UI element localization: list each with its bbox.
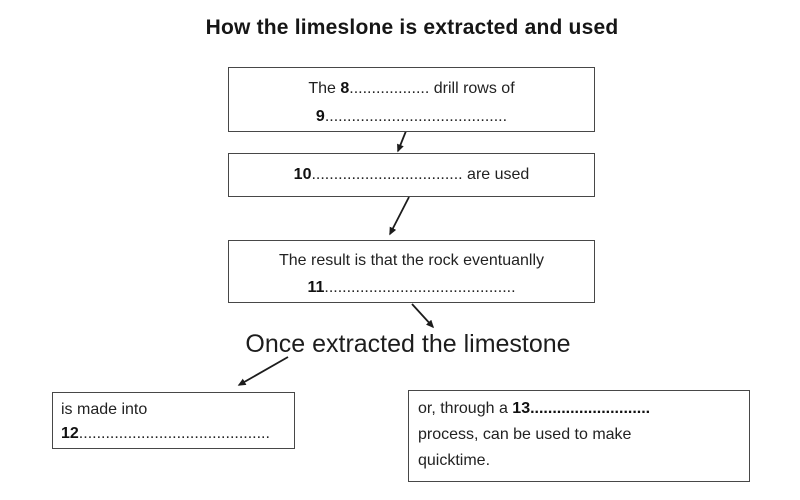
arrow-step2-to-step3-icon	[389, 196, 410, 236]
subtitle-once-extracted: Once extracted the limestone	[245, 330, 571, 358]
question-8-number: 8	[340, 80, 350, 97]
box3-line2: 11......................................…	[229, 274, 594, 301]
question-12-blank: ........................................…	[78, 425, 270, 442]
question-8-blank: ..................	[349, 80, 430, 97]
flow-box-step2: 10.................................. are…	[228, 153, 595, 197]
flow-box-process: or, through a 13........................…	[408, 390, 750, 482]
question-11-number: 11	[307, 279, 325, 296]
box5-line2: process, can be used to make	[418, 426, 632, 443]
question-9-blank: ........................................…	[324, 108, 508, 125]
page-title: How the limeslone is extracted and used	[205, 16, 619, 39]
box2-text-after-q10: are used	[462, 166, 530, 183]
box1-line1: The 8.................. drill rows of	[229, 75, 594, 103]
question-11-blank: ........................................…	[324, 279, 516, 296]
box5-line1: or, through a 13........................…	[418, 396, 740, 422]
question-9-number: 9	[315, 108, 325, 125]
flow-box-made-into: is made into 12.........................…	[52, 392, 295, 449]
box5-text-before-q13: or, through a	[418, 400, 513, 417]
box3-line1: The result is that the rock eventuanlly	[278, 252, 545, 269]
flow-box-step3: The result is that the rock eventuanlly …	[228, 240, 595, 303]
question-13-blank: ...........................	[530, 400, 651, 417]
question-12-number: 12	[61, 425, 79, 442]
question-10-number: 10	[293, 166, 312, 183]
box1-line2: 9.......................................…	[229, 103, 594, 131]
box1-text-after-q8: drill rows of	[429, 80, 515, 97]
question-13-number: 13	[512, 400, 531, 417]
flow-box-step1: The 8.................. drill rows of 9.…	[228, 67, 595, 132]
box4-line1: is made into	[61, 401, 148, 418]
box4-line2: 12......................................…	[61, 422, 286, 446]
arrow-step3-to-subtitle-icon	[411, 303, 435, 329]
question-10-blank: ..................................	[311, 166, 463, 183]
arrow-subtitle-to-made-into-box-icon	[237, 356, 289, 386]
box2-line1: 10.................................. are…	[229, 154, 594, 195]
box1-text-before-q8: The	[308, 80, 341, 97]
box5-line3: quicktime.	[418, 452, 491, 469]
